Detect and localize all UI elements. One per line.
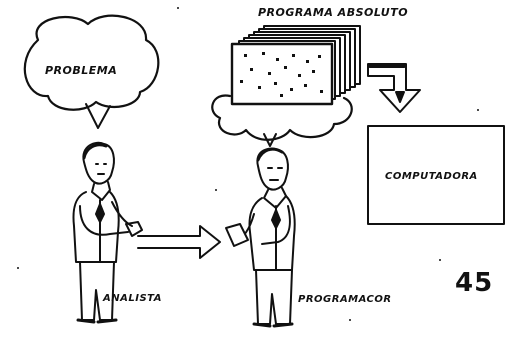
computer-box bbox=[367, 125, 505, 225]
analyst-label: ANALISTA bbox=[103, 293, 162, 304]
programmer-label: PROGRAMACOR bbox=[298, 294, 392, 305]
punched-holes bbox=[240, 52, 323, 97]
programmer-thought-bubble bbox=[211, 94, 353, 147]
problem-label: PROBLEMA bbox=[45, 64, 118, 77]
bent-arrow-to-computer bbox=[367, 63, 421, 113]
print-specks bbox=[17, 7, 479, 321]
handoff-arrow bbox=[137, 225, 221, 259]
page-number: 45 bbox=[455, 268, 494, 298]
programmer-figure bbox=[225, 147, 296, 328]
problem-thought-bubble bbox=[23, 14, 160, 129]
analyst-figure bbox=[72, 141, 143, 324]
program-title-label: PROGRAMA ABSOLUTO bbox=[258, 6, 409, 19]
computer-label: COMPUTADORA bbox=[385, 171, 478, 182]
program-card-stack bbox=[230, 25, 361, 106]
